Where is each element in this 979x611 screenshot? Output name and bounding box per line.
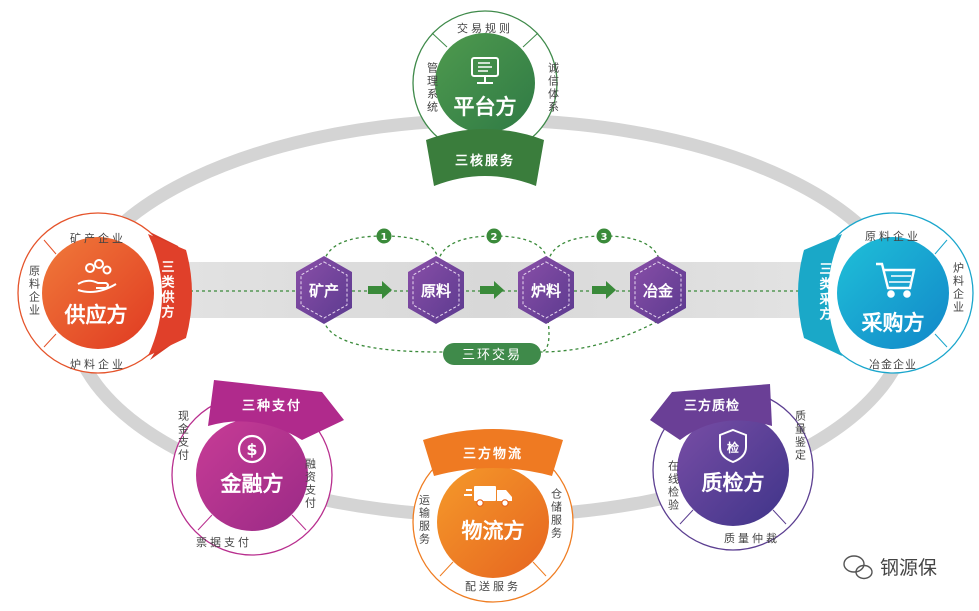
svg-text:炉料: 炉料 <box>531 282 561 300</box>
finance-arc-right: 融资支付 <box>304 458 317 510</box>
hex-step-ore: 矿产 <box>296 256 352 324</box>
svg-text:金融方: 金融方 <box>220 472 284 496</box>
inspection-arc-left: 在线检验 <box>667 460 680 512</box>
svg-text:三方质检: 三方质检 <box>684 398 740 414</box>
step-number-3: 3 <box>596 228 612 244</box>
shopping-cart-icon <box>876 262 916 298</box>
finance-ribbon <box>208 380 344 440</box>
svg-text:炉料企业: 炉料企业 <box>70 357 126 371</box>
dollar-coin-icon: $ <box>237 434 267 464</box>
logistics-ribbon <box>423 429 563 476</box>
finance-node: 三种支付 $ 金融方 票据支付 现金支付 融资支付 <box>171 380 344 556</box>
inspection-ribbon <box>650 384 772 440</box>
svg-text:$: $ <box>246 440 257 459</box>
monitor-icon <box>471 57 499 84</box>
svg-text:1: 1 <box>381 232 388 243</box>
svg-text:采购方: 采购方 <box>862 311 925 335</box>
svg-text:检: 检 <box>727 440 739 455</box>
logistics-node: 三方物流 物流方 配送服务 运输服务 仓储服务 <box>412 429 574 603</box>
logistics-arc-left: 运输服务 <box>418 494 431 546</box>
platform-arc-left: 管理系统 <box>426 61 439 114</box>
trade-cycle-pill: 三环交易 <box>443 343 541 365</box>
inspection-arc-right: 质量鉴定 <box>794 410 807 462</box>
step-number-1: 1 <box>376 228 392 244</box>
shield-check-icon: 检 <box>719 428 747 464</box>
supplier-node: 三类供方 供应方 矿产企业 炉料企业 原料企业 <box>17 212 192 374</box>
svg-text:平台方: 平台方 <box>454 95 517 119</box>
supplier-arc-left: 原料企业 <box>28 265 41 317</box>
buyer-ribbon <box>798 234 842 356</box>
finance-arc-left: 现金支付 <box>177 410 190 462</box>
svg-text:票据支付: 票据支付 <box>196 535 252 549</box>
svg-text:原料企业: 原料企业 <box>865 229 921 243</box>
svg-text:原料: 原料 <box>421 282 451 300</box>
svg-text:矿产: 矿产 <box>309 282 339 300</box>
svg-text:三环交易: 三环交易 <box>462 347 522 363</box>
step-number-2: 2 <box>486 228 502 244</box>
svg-text:矿产企业: 矿产企业 <box>70 231 126 245</box>
svg-text:2: 2 <box>491 232 498 243</box>
flow-arrows <box>368 281 616 299</box>
svg-text:配送服务: 配送服务 <box>465 579 521 593</box>
watermark: 钢源保 <box>843 555 937 580</box>
svg-text:冶金企业: 冶金企业 <box>869 357 917 371</box>
hex-step-furnace: 炉料 <box>518 256 574 324</box>
hex-step-raw: 原料 <box>408 256 464 324</box>
svg-text:交易规则: 交易规则 <box>457 21 513 35</box>
svg-text:冶金: 冶金 <box>643 282 674 300</box>
svg-text:质检方: 质检方 <box>702 471 765 495</box>
svg-text:供应方: 供应方 <box>64 303 128 327</box>
delivery-truck-icon <box>464 486 512 507</box>
buyer-arc-right: 炉料企业 <box>952 262 965 314</box>
svg-text:三类采方: 三类采方 <box>817 262 834 322</box>
svg-text:质量仲裁: 质量仲裁 <box>724 531 780 545</box>
hex-step-metallurgy: 冶金 <box>630 256 686 324</box>
svg-text:三核服务: 三核服务 <box>455 153 515 169</box>
svg-text:3: 3 <box>601 232 608 243</box>
inspection-node: 三方质检 检 质检方 质量仲裁 在线检验 质量鉴定 <box>650 384 814 551</box>
wechat-icon <box>843 555 873 580</box>
svg-text:三类供方: 三类供方 <box>159 260 176 320</box>
svg-text:物流方: 物流方 <box>462 519 525 543</box>
hand-coins-icon <box>77 259 117 293</box>
platform-ribbon <box>426 129 544 186</box>
svg-text:三种支付: 三种支付 <box>242 398 302 414</box>
platform-arc-right: 诚信体系 <box>547 62 560 114</box>
platform-node: 三核服务 平台方 交易规则 管理系统 诚信体系 <box>412 10 560 186</box>
svg-text:钢源保: 钢源保 <box>880 557 937 579</box>
svg-text:三方物流: 三方物流 <box>463 446 523 462</box>
logistics-arc-right: 仓储服务 <box>550 487 563 540</box>
buyer-node: 三类采方 采购方 原料企业 冶金企业 炉料企业 <box>798 212 974 374</box>
